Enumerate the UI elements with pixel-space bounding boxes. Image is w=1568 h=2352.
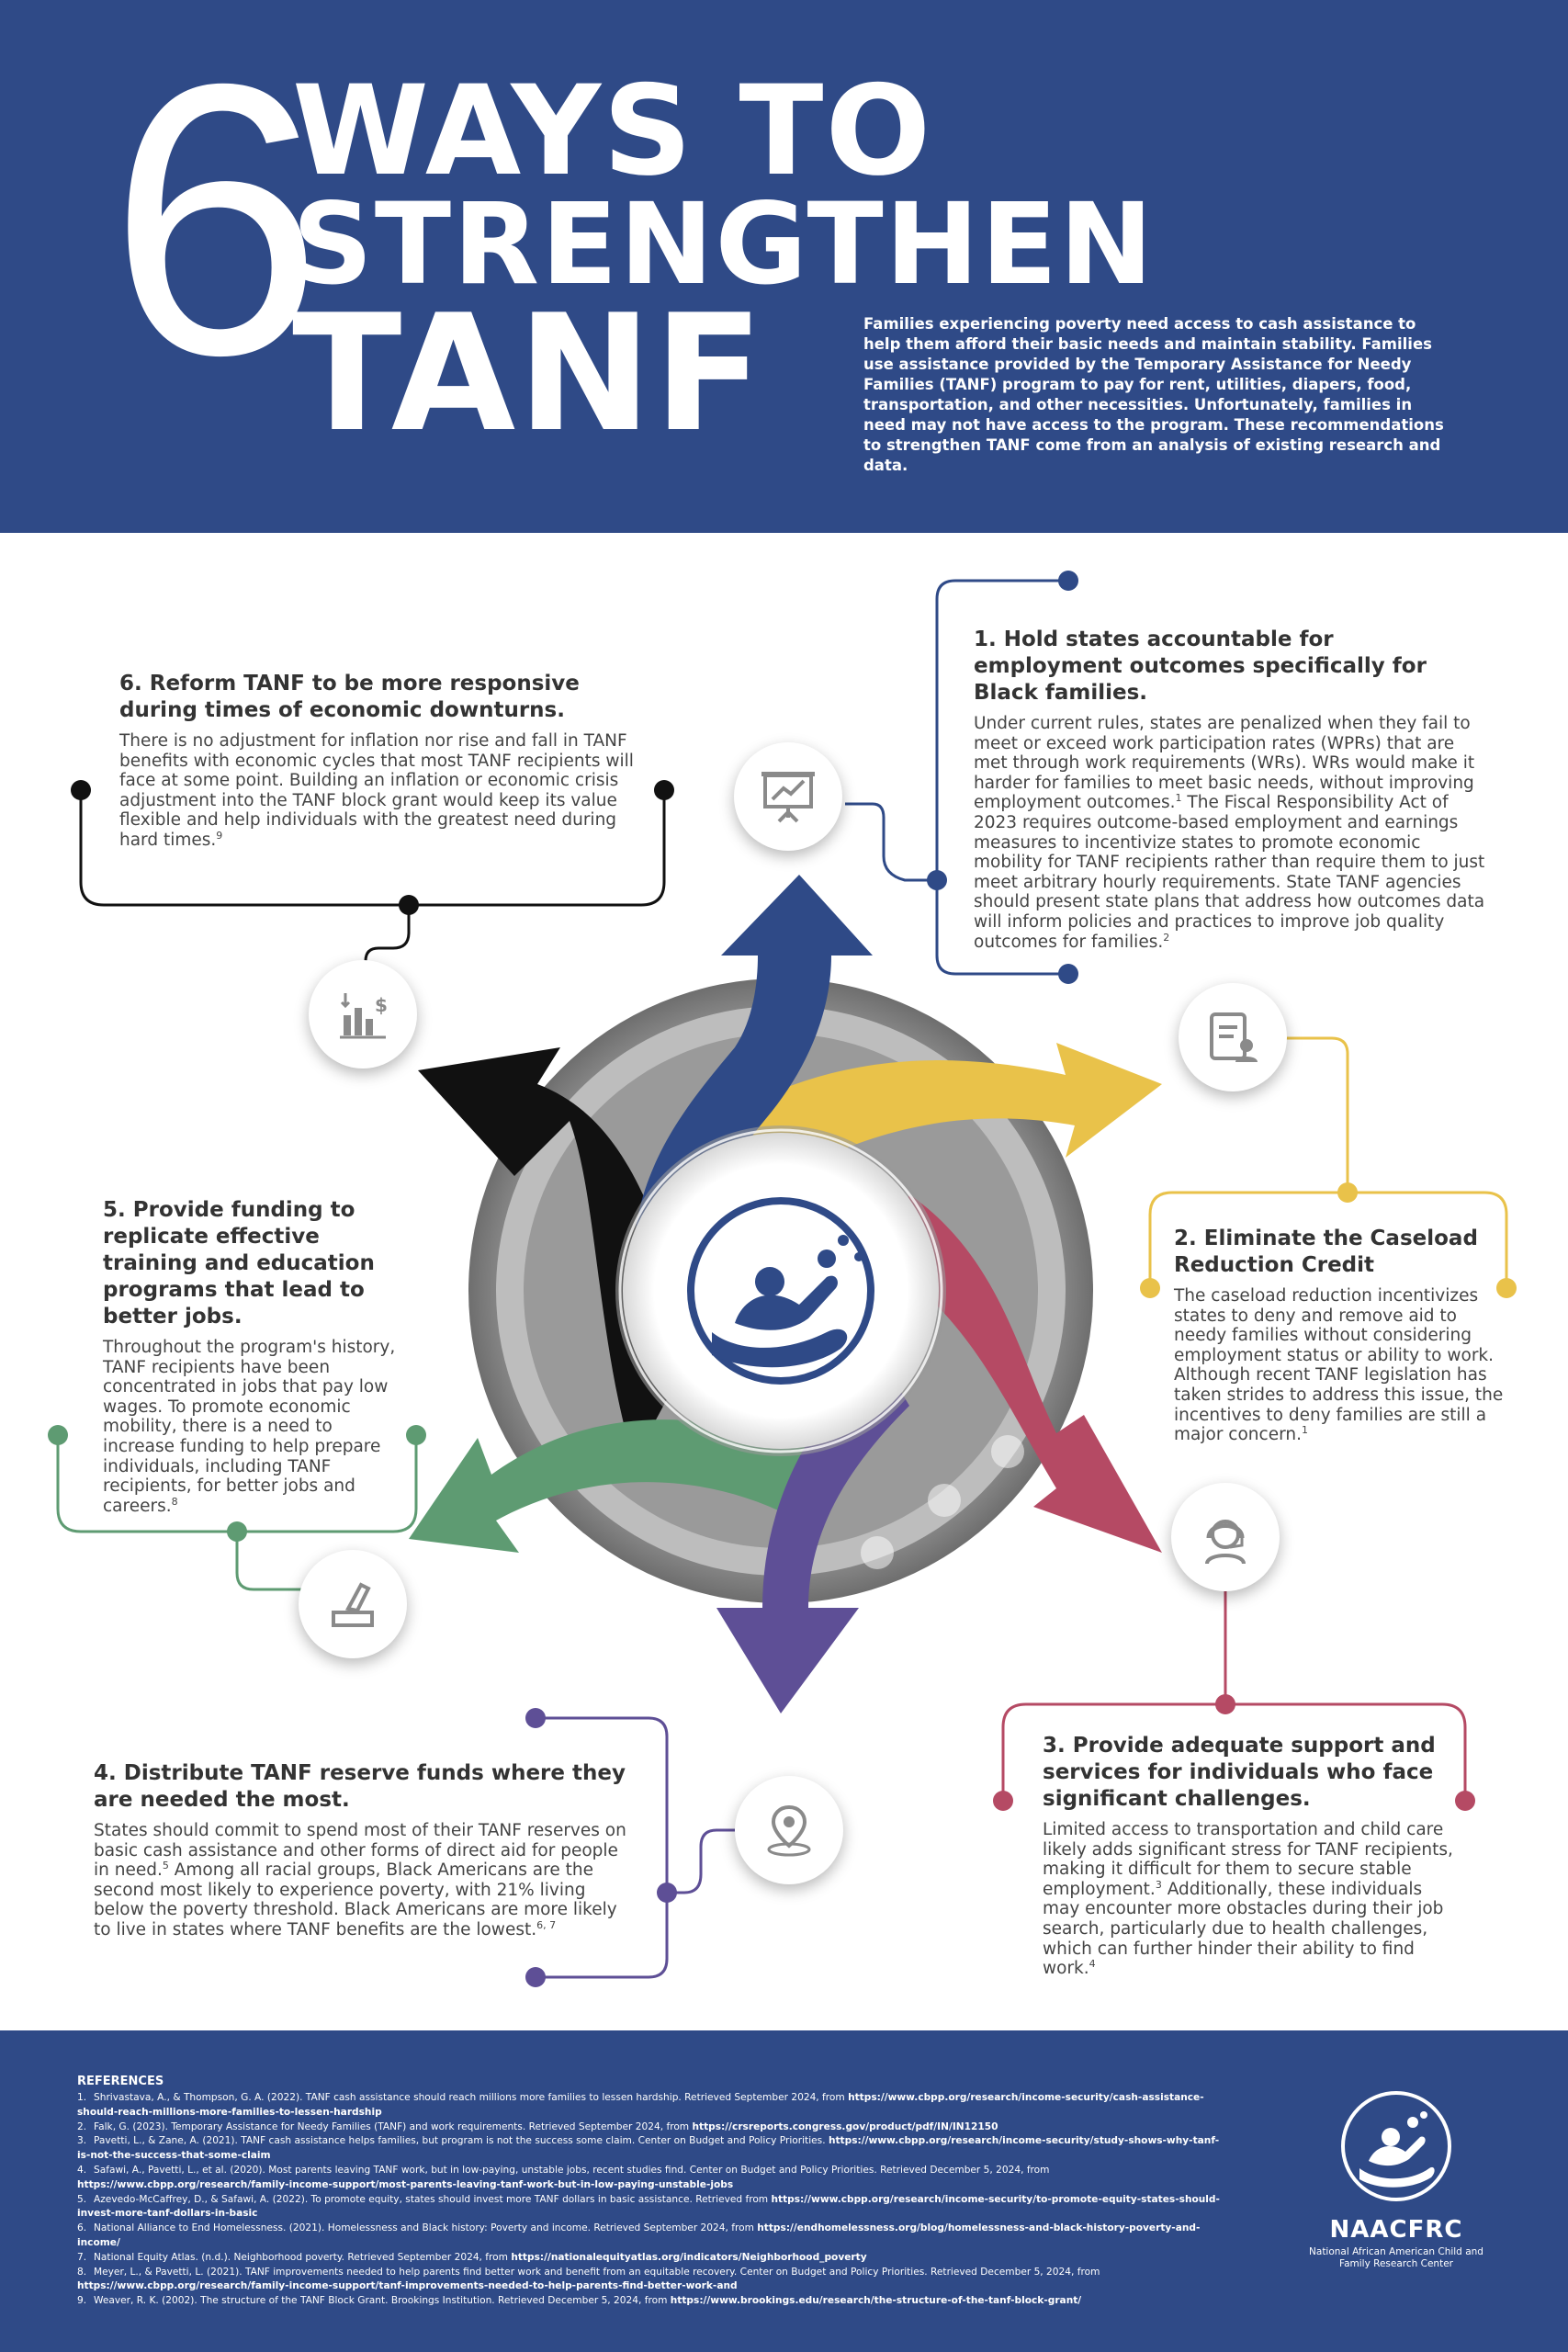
section-title: 1. Hold states accountable for employmen… xyxy=(974,628,1427,705)
references-heading: REFERENCES xyxy=(77,2075,164,2088)
reference-link[interactable]: https://www.cbpp.org/research/family-inc… xyxy=(77,2178,734,2190)
header-banner: 6 WAYS TO STRENGTHEN TANF Families exper… xyxy=(0,0,1568,533)
connector-dot xyxy=(1140,1278,1160,1298)
section-body: Under current rules, states are penalize… xyxy=(974,714,1485,952)
connector-dot xyxy=(71,780,91,800)
connector-dot xyxy=(399,895,419,915)
references-list: 1.Shrivastava, A., & Thompson, G. A. (20… xyxy=(77,2091,1225,2309)
connector-dot xyxy=(657,1883,677,1903)
reference-item: 8.Meyer, L., & Pavetti, L. (2021). TANF … xyxy=(77,2266,1100,2292)
center-logo-icon xyxy=(687,1197,874,1385)
title-line-3: TANF xyxy=(292,281,766,468)
connector-1 xyxy=(845,579,1068,976)
section-3: 3. Provide adequate support and services… xyxy=(1043,1733,1461,1979)
reference-item: 6.National Alliance to End Homelessness.… xyxy=(77,2222,1201,2248)
connector-dot xyxy=(406,1425,426,1445)
section-6: 6. Reform TANF to be more responsive dur… xyxy=(119,671,634,851)
svg-text:$: $ xyxy=(375,994,388,1016)
intro-paragraph: Families experiencing poverty need acces… xyxy=(863,315,1444,474)
section-2: 2. Eliminate the Caseload Reduction Cred… xyxy=(1174,1226,1505,1445)
bar-chart-dollar-icon: $ xyxy=(309,960,417,1069)
connector-dot xyxy=(227,1521,247,1542)
naacfrc-logo xyxy=(1341,2091,1451,2201)
section-4: 4. Distribute TANF reserve funds where t… xyxy=(94,1760,636,1940)
reference-link[interactable]: https://crsreports.congress.gov/product/… xyxy=(692,2120,998,2132)
reference-item: 9.Weaver, R. K. (2002). The structure of… xyxy=(77,2295,1082,2307)
section-title: 2. Eliminate the Caseload Reduction Cred… xyxy=(1174,1227,1478,1277)
connector-dot xyxy=(1455,1791,1475,1811)
section-body: Throughout the program's history, TANF r… xyxy=(103,1338,396,1516)
section-1: 1. Hold states accountable for employmen… xyxy=(974,627,1488,952)
connector-4 xyxy=(536,1716,735,1979)
connector-dot xyxy=(1215,1694,1235,1714)
arrow-yellow xyxy=(716,1043,1162,1194)
connector-6 xyxy=(79,790,666,974)
section-title: 6. Reform TANF to be more responsive dur… xyxy=(119,672,580,722)
title-line-1: WAYS TO xyxy=(292,59,933,203)
connector-dot xyxy=(48,1425,68,1445)
connector-dot xyxy=(993,1791,1013,1811)
section-body: The caseload reduction incentivizes stat… xyxy=(1174,1286,1504,1445)
connector-dot xyxy=(927,870,947,890)
connector-dot xyxy=(525,1708,546,1728)
section-title: 5. Provide funding to replicate effectiv… xyxy=(103,1198,375,1329)
arrow-purple xyxy=(716,1360,909,1713)
connector-2 xyxy=(1148,1036,1508,1288)
reference-link[interactable]: https://nationalequityatlas.org/indicato… xyxy=(511,2251,867,2263)
section-body: Limited access to transportation and chi… xyxy=(1043,1820,1453,1979)
connector-dot xyxy=(1337,1182,1358,1203)
section-body: States should commit to spend most of th… xyxy=(94,1821,626,1939)
title-numeral: 6 xyxy=(108,5,323,435)
reference-link[interactable]: https://www.brookings.edu/research/the-s… xyxy=(670,2295,1082,2307)
arrow-red xyxy=(882,1194,1162,1553)
diagram-area: $ 1. Hold states accountable for employm… xyxy=(0,533,1568,2030)
connector-dot xyxy=(1058,964,1078,984)
connector-dot xyxy=(654,780,674,800)
reference-item: 7.National Equity Atlas. (n.d.). Neighbo… xyxy=(77,2251,867,2263)
reference-item: 4.Safawi, A., Pavetti, L., et al. (2020)… xyxy=(77,2164,1050,2190)
presentation-chart-icon xyxy=(734,742,842,851)
reference-item: 1.Shrivastava, A., & Thompson, G. A. (20… xyxy=(77,2092,1204,2118)
section-title: 4. Distribute TANF reserve funds where t… xyxy=(94,1761,626,1812)
logo-name: NAACFRC xyxy=(1329,2216,1463,2244)
support-headset-icon xyxy=(1171,1483,1280,1591)
reference-item: 5.Azevedo-McCaffrey, D., & Safawi, A. (2… xyxy=(77,2193,1220,2220)
reference-item: 2.Falk, G. (2023). Temporary Assistance … xyxy=(77,2120,998,2132)
arrow-black xyxy=(418,1047,698,1461)
connector-dot xyxy=(525,1967,546,1987)
arrow-green xyxy=(409,1419,827,1553)
location-pin-icon xyxy=(735,1776,843,1884)
section-5: 5. Provide funding to replicate effectiv… xyxy=(103,1197,406,1516)
section-title: 3. Provide adequate support and services… xyxy=(1043,1734,1436,1811)
reference-item: 3.Pavetti, L., & Zane, A. (2021). TANF c… xyxy=(77,2135,1220,2162)
section-body: There is no adjustment for inflation nor… xyxy=(119,731,634,850)
central-wheel-graphic xyxy=(48,571,1517,1987)
hand-ballot-icon xyxy=(299,1550,407,1658)
title-line-2: STRENGTHEN xyxy=(292,179,1156,310)
reference-link[interactable]: https://endhomelessness.org/blog/homeles… xyxy=(77,2222,1201,2248)
logo-subtitle: National African American Child and Fami… xyxy=(1309,2246,1483,2269)
reference-link[interactable]: https://www.cbpp.org/research/income-sec… xyxy=(77,2092,1204,2118)
reference-link[interactable]: https://www.cbpp.org/research/family-inc… xyxy=(77,2280,738,2292)
connector-dot xyxy=(1496,1278,1517,1298)
reference-link[interactable]: https://www.cbpp.org/research/income-sec… xyxy=(77,2135,1220,2162)
clipboard-person-icon xyxy=(1179,983,1287,1091)
footer-references: REFERENCES 1.Shrivastava, A., & Thompson… xyxy=(0,2030,1568,2352)
reference-link[interactable]: https://www.cbpp.org/research/income-sec… xyxy=(77,2193,1220,2220)
connector-dot xyxy=(1058,571,1078,591)
